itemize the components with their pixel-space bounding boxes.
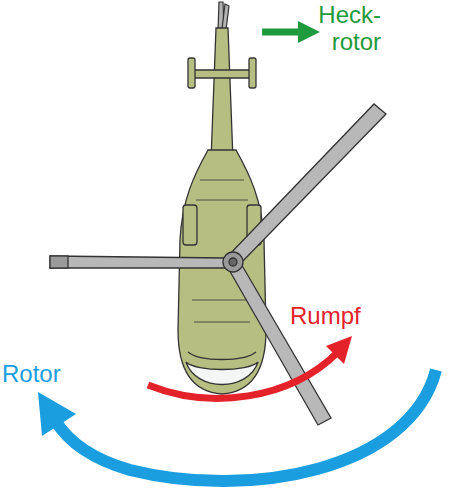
- torque-arrow: [148, 352, 338, 398]
- tail-rotor-label: Heck- rotor: [309, 1, 381, 55]
- rotation-arrow: [55, 370, 436, 481]
- rotation-arrow-head: [38, 392, 76, 436]
- torque-arrow-head: [326, 336, 352, 364]
- fuselage: [178, 28, 266, 394]
- rotor-label: Rotor: [2, 360, 61, 387]
- thrust-arrow: [262, 29, 302, 36]
- fuselage-label: Rumpf: [290, 302, 361, 329]
- main-rotor: [50, 104, 386, 425]
- tail-rotor: [218, 2, 229, 30]
